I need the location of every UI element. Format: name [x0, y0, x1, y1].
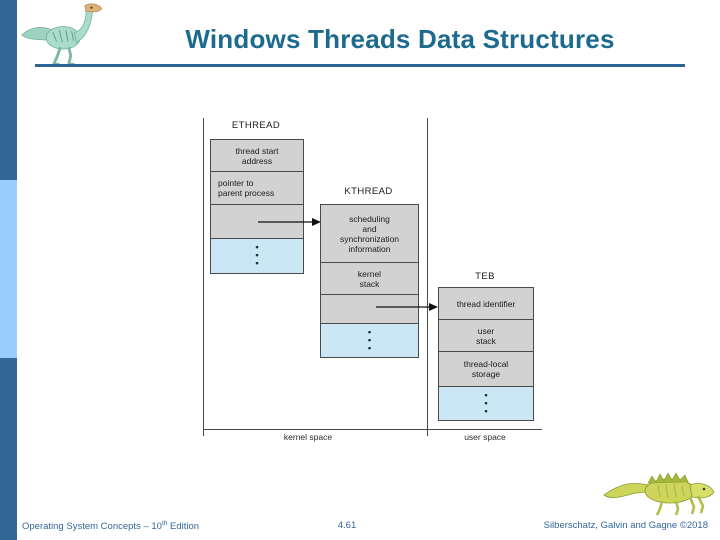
kthread-row-ellipsis: • • •	[321, 324, 418, 357]
kthread-label: KTHREAD	[344, 186, 393, 197]
teb-row-user-stack: user stack	[439, 320, 533, 352]
footer-book-title: Operating System Concepts – 10th Edition	[22, 520, 199, 532]
kthread-row-kernel-stack: kernel stack	[321, 263, 418, 295]
ethread-label: ETHREAD	[231, 120, 281, 131]
diagram-left-border	[203, 118, 204, 436]
sidebar-accent-top	[0, 0, 17, 180]
kthread-row-scheduling-info: scheduling and synchronization informati…	[321, 205, 418, 263]
footer-book-title-prefix: Operating System Concepts – 10	[22, 521, 162, 533]
footer-book-title-suffix: Edition	[167, 521, 200, 533]
footer-dinosaur-logo-icon	[603, 472, 715, 516]
user-space-label: user space	[464, 432, 506, 442]
teb-row-thread-local-storage: thread-local storage	[439, 352, 533, 387]
ethread-box: thread start address pointer to parent p…	[210, 139, 304, 274]
ethread-row-empty	[211, 205, 303, 239]
footer-page-number: 4.61	[337, 520, 357, 531]
ethread-row-pointer-to-parent-process: pointer to parent process	[211, 172, 303, 205]
space-baseline	[203, 429, 542, 430]
kthread-box: scheduling and synchronization informati…	[320, 204, 419, 358]
page-title: Windows Threads Data Structures	[185, 24, 615, 54]
ethread-row-ellipsis: • • •	[211, 239, 303, 273]
kernel-user-divider-line	[427, 118, 428, 436]
kthread-row-empty	[321, 295, 418, 324]
teb-label: TEB	[475, 271, 495, 282]
footer-book-title-sup: th	[161, 520, 168, 527]
sidebar-accent-bottom	[0, 358, 17, 540]
teb-row-thread-identifier: thread identifier	[439, 288, 533, 320]
ethread-row-thread-start-address: thread start address	[211, 140, 303, 172]
title-underline	[35, 64, 685, 67]
kernel-space-label: kernel space	[283, 432, 333, 442]
footer-credits: Silberschatz, Galvin and Gagne ©2018	[543, 520, 708, 531]
sidebar-accent-middle	[0, 180, 17, 358]
teb-box: thread identifier user stack thread-loca…	[438, 287, 534, 421]
teb-row-ellipsis: • • •	[439, 387, 533, 420]
